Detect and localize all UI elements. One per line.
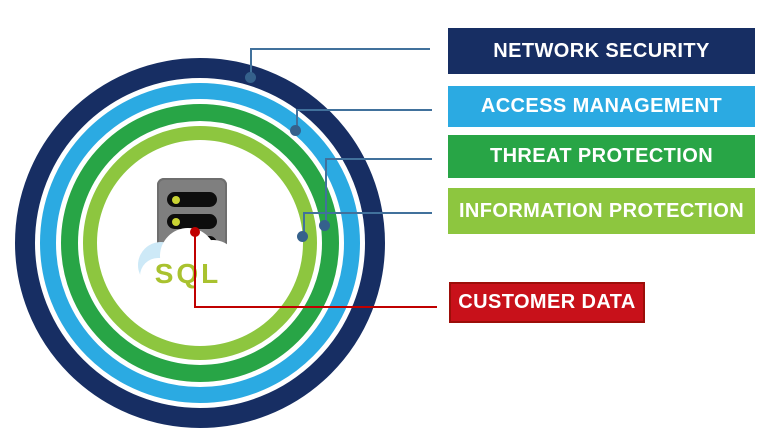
connector-access-management-h xyxy=(296,109,432,111)
server-drive-bay xyxy=(167,214,217,229)
connector-dot-customer-data xyxy=(190,227,200,237)
connector-access-management-v xyxy=(296,109,298,132)
label-threat-protection: THREAT PROTECTION xyxy=(448,135,755,178)
connector-customer-data-v xyxy=(194,232,196,308)
server-drive-bay xyxy=(167,192,217,207)
server-led-icon xyxy=(172,195,180,204)
connector-information-protection-h xyxy=(303,212,432,214)
label-information-protection: INFORMATION PROTECTION xyxy=(448,188,755,234)
sql-cloud-icon: SQL xyxy=(138,228,238,296)
connector-dot-threat-protection xyxy=(319,220,330,231)
connector-threat-protection-v xyxy=(325,158,327,227)
connector-network-security-h xyxy=(250,48,430,50)
connector-network-security-v xyxy=(250,48,252,79)
connector-information-protection-v xyxy=(303,212,305,238)
label-access-management: ACCESS MANAGEMENT xyxy=(448,86,755,127)
cloud-base xyxy=(140,258,234,294)
sql-label: SQL xyxy=(154,258,222,289)
connector-dot-network-security xyxy=(245,72,256,83)
connector-threat-protection-h xyxy=(325,158,432,160)
connector-dot-information-protection xyxy=(297,231,308,242)
label-network-security: NETWORK SECURITY xyxy=(448,28,755,74)
connector-customer-data-h xyxy=(194,306,437,308)
label-customer-data: CUSTOMER DATA xyxy=(449,282,645,323)
server-led-icon xyxy=(172,217,180,226)
connector-dot-access-management xyxy=(290,125,301,136)
